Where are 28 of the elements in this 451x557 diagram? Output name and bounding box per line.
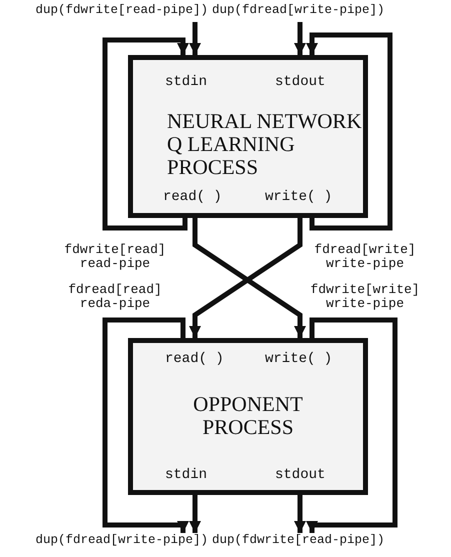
process-box — [128, 55, 368, 218]
dup-call-text: dup(fdread[write-pipe]) — [4, 533, 208, 547]
pipe-arrow — [102, 38, 189, 230]
pipe-arrow — [306, 318, 398, 533]
pipe-arrow — [306, 32, 392, 230]
pipe-label: fdwrite[read] read-pipe — [63, 243, 167, 272]
port-label: read( ) — [165, 351, 224, 367]
dup-call-text: dup(fdread[write-pipe]) — [212, 3, 448, 17]
port-label: write( ) — [265, 189, 332, 205]
port-label: stdin — [165, 74, 208, 90]
pipe-label: fdread[write] write-pipe — [313, 243, 417, 272]
process-title: NEURAL NETWORK Q LEARNING PROCESS — [167, 110, 363, 180]
port-label: stdout — [275, 74, 326, 90]
pipe-arrow — [102, 318, 189, 533]
process-title: OPPONENT PROCESS — [192, 393, 304, 440]
process-box — [128, 338, 368, 495]
pipe-arrow — [189, 22, 201, 55]
port-label: stdout — [275, 467, 326, 483]
port-label: stdin — [165, 467, 208, 483]
port-label: read( ) — [163, 189, 222, 205]
port-label: write( ) — [265, 351, 332, 367]
pipe-arrow — [189, 495, 201, 533]
pipe-label: fdread[read] reda-pipe — [67, 283, 163, 312]
dup-call-text: dup(fdwrite[read-pipe]) — [4, 3, 208, 17]
pipe-label: fdwrite[write] write-pipe — [309, 283, 421, 312]
dup-call-text: dup(fdwrite[read-pipe]) — [212, 533, 448, 547]
pipe-arrow — [294, 22, 306, 55]
pipe-arrow — [294, 495, 306, 533]
